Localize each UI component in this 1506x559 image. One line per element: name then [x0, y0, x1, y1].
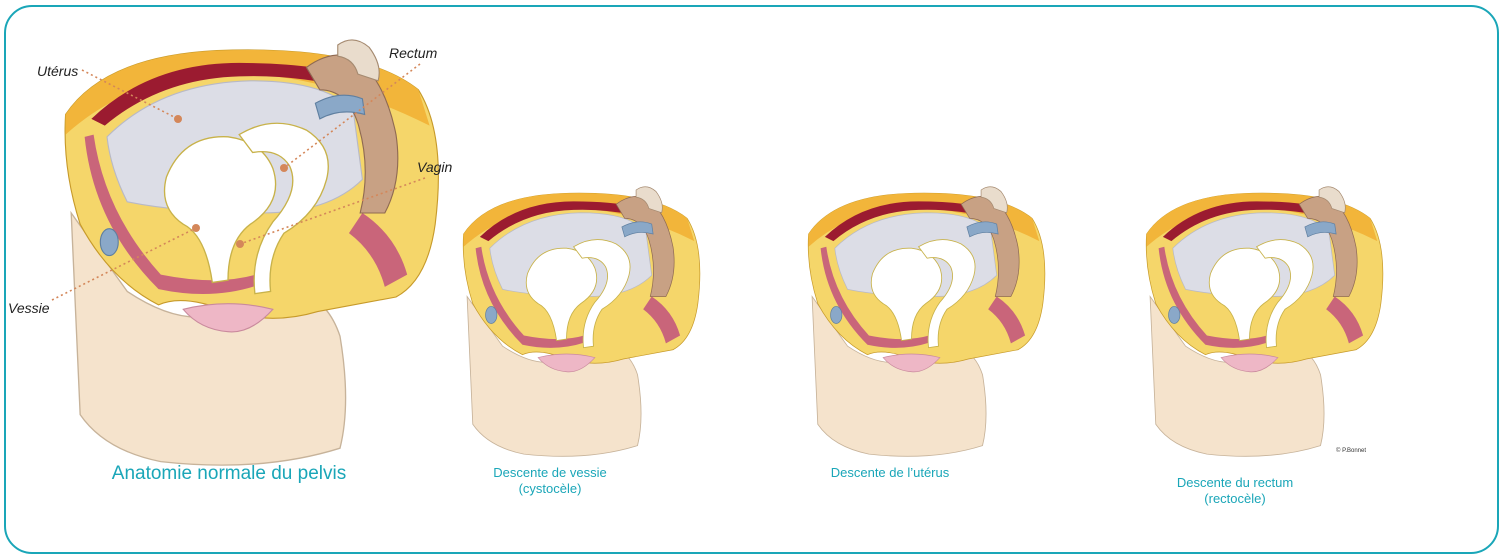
caption-normal: Anatomie normale du pelvis: [84, 463, 374, 485]
label-vessie: Vessie: [8, 300, 50, 316]
caption-rectocele-line2: (rectocèle): [1145, 491, 1325, 507]
label-rectum: Rectum: [389, 45, 437, 61]
caption-cystocele-line1: Descente de vessie: [460, 465, 640, 481]
caption-uterus-prolapse: Descente de l’utérus: [800, 465, 980, 481]
image-credit: © P.Bonnet: [1336, 448, 1366, 454]
caption-cystocele: Descente de vessie (cystocèle): [460, 465, 640, 497]
caption-rectocele: Descente du rectum (rectocèle): [1145, 475, 1325, 507]
pelvis-cystocele-drawing: [463, 187, 700, 457]
label-vagin: Vagin: [417, 159, 452, 175]
caption-cystocele-line2: (cystocèle): [460, 481, 640, 497]
pelvis-normal-drawing: [65, 40, 438, 465]
label-uterus: Utérus: [37, 63, 78, 79]
pelvis-uterus-prolapse-drawing: [808, 187, 1045, 457]
caption-rectocele-line1: Descente du rectum: [1145, 475, 1325, 491]
pelvis-rectocele-drawing: [1146, 187, 1383, 457]
